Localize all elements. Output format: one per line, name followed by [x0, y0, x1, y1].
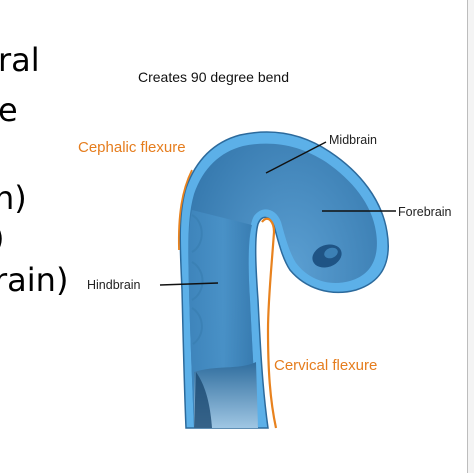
slide-text-line-2: e — [0, 91, 18, 129]
rhombomere-bulges — [191, 214, 204, 345]
cephalic-flexure-label: Cephalic flexure — [78, 139, 186, 156]
slide-text-line-5: rain) — [0, 261, 69, 299]
slide-edge — [467, 0, 474, 473]
cervical-flexure-line — [261, 217, 278, 429]
forebrain-label: Forebrain — [398, 205, 452, 219]
slide-text-line-1: ral — [0, 41, 40, 79]
diagram-caption: Creates 90 degree bend — [138, 69, 289, 85]
cervical-flexure-label: Cervical flexure — [274, 357, 378, 374]
midbrain-label: Midbrain — [329, 133, 377, 147]
hindbrain-label: Hindbrain — [87, 278, 141, 292]
midbrain-leader — [265, 141, 327, 174]
hindbrain-leader — [159, 282, 219, 286]
slide-text-line-3: n) — [0, 179, 27, 217]
cephalic-flexure-line — [177, 169, 193, 251]
tube-dark-band — [194, 372, 212, 428]
forebrain-ventricle-shade — [324, 247, 338, 259]
slide-text-line-4: ) — [0, 222, 4, 254]
